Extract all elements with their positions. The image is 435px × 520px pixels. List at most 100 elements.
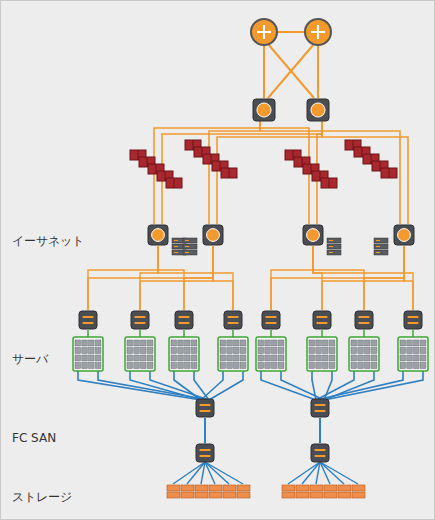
switch-icon xyxy=(307,99,329,121)
network-link xyxy=(150,371,209,400)
network-link xyxy=(404,246,413,310)
storage-disk xyxy=(338,492,351,498)
switch-icon xyxy=(148,225,168,245)
network-link xyxy=(270,330,272,337)
server-unit xyxy=(89,348,95,354)
router-icon xyxy=(305,19,331,45)
router-arrows xyxy=(311,25,325,39)
firewall-joint xyxy=(380,161,381,171)
server-unit xyxy=(420,348,426,354)
network-link xyxy=(277,31,305,33)
server-unit xyxy=(178,363,184,369)
server-unit xyxy=(407,340,413,346)
firewall-joint xyxy=(156,164,157,174)
server-unit xyxy=(147,363,153,369)
server-unit xyxy=(272,363,278,369)
firewall-brick xyxy=(166,178,182,188)
switch-emblem xyxy=(179,317,190,323)
server-unit xyxy=(329,348,335,354)
server-unit xyxy=(358,340,364,346)
server-unit xyxy=(240,363,246,369)
server-unit xyxy=(414,363,420,369)
storage-disk xyxy=(223,492,236,498)
server-unit xyxy=(316,363,322,369)
server-unit xyxy=(127,348,133,354)
network-link xyxy=(98,371,209,400)
server-unit xyxy=(265,340,271,346)
network-link xyxy=(140,246,213,310)
server-unit xyxy=(329,355,335,361)
switch-emblem xyxy=(228,317,239,323)
network-link xyxy=(412,330,414,337)
router-arrows xyxy=(257,25,271,39)
server-unit xyxy=(358,363,364,369)
server-unit xyxy=(127,355,133,361)
server-unit xyxy=(234,348,240,354)
server-unit xyxy=(75,340,81,346)
network-link xyxy=(319,418,321,443)
appliance-icon xyxy=(327,244,341,249)
server-rack xyxy=(256,337,286,371)
appliance-icon xyxy=(327,250,341,255)
server-unit xyxy=(171,340,177,346)
server-unit xyxy=(240,340,246,346)
switch-icon xyxy=(253,99,275,121)
appliance-led xyxy=(174,240,178,241)
appliance-icon xyxy=(374,244,388,249)
server-unit xyxy=(278,348,284,354)
server-unit xyxy=(178,355,184,361)
firewall-joint xyxy=(329,178,330,188)
switch-emblem xyxy=(317,317,328,323)
server-unit xyxy=(258,348,264,354)
server-unit xyxy=(272,355,278,361)
server-unit xyxy=(89,355,95,361)
switch-icon xyxy=(79,311,97,329)
server-unit xyxy=(351,355,357,361)
server-unit xyxy=(141,348,147,354)
server-unit xyxy=(82,355,88,361)
server-unit xyxy=(414,340,420,346)
server-unit xyxy=(147,348,153,354)
server-unit xyxy=(316,348,322,354)
firewall-joint xyxy=(165,171,166,181)
server-unit xyxy=(234,363,240,369)
server-unit xyxy=(134,340,140,346)
switch-emblem xyxy=(307,229,320,242)
switch-icon xyxy=(131,311,149,329)
server-unit xyxy=(227,340,233,346)
network-link xyxy=(205,462,243,484)
server-unit xyxy=(316,355,322,361)
network-link xyxy=(302,462,320,484)
firewall-joint xyxy=(311,164,312,174)
appliance-led xyxy=(329,252,333,253)
server-unit xyxy=(220,355,226,361)
server-unit xyxy=(371,348,377,354)
server-unit xyxy=(371,355,377,361)
network-link xyxy=(322,121,408,224)
appliance-led xyxy=(376,252,380,253)
storage-disk xyxy=(282,492,295,498)
firewall-joint xyxy=(293,150,294,160)
server-unit xyxy=(351,363,357,369)
server-unit xyxy=(185,348,191,354)
server-unit xyxy=(234,340,240,346)
appliance-icon xyxy=(183,238,197,243)
server-unit xyxy=(178,340,184,346)
appliance-led xyxy=(174,246,178,247)
server-unit xyxy=(89,340,95,346)
server-rack xyxy=(125,337,155,371)
appliance-led xyxy=(376,246,380,247)
storage-disk xyxy=(195,492,208,498)
server-unit xyxy=(414,348,420,354)
network-link xyxy=(268,44,314,98)
server-unit xyxy=(95,340,101,346)
server-unit xyxy=(420,355,426,361)
server-rack xyxy=(73,337,103,371)
network-link xyxy=(183,330,185,337)
server-unit xyxy=(371,340,377,346)
server-unit xyxy=(258,363,264,369)
network-link xyxy=(271,246,404,310)
network-link xyxy=(260,121,309,224)
appliance-led xyxy=(185,246,189,247)
network-link xyxy=(321,330,323,337)
